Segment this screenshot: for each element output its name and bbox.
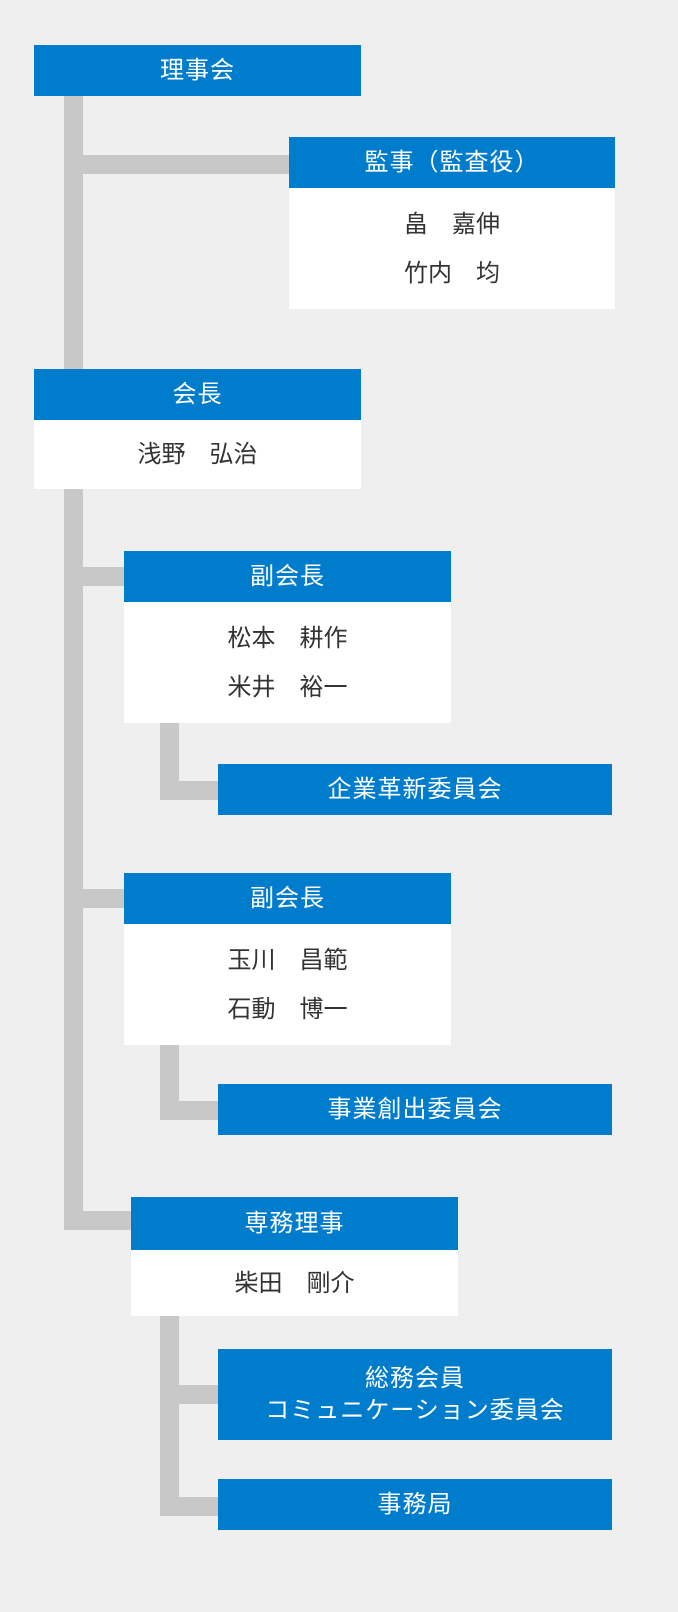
- auditor-node: 監事（監査役） 畠 嘉伸 竹内 均: [289, 137, 615, 309]
- connector-director-down: [160, 1316, 179, 1516]
- director-node: 専務理事 柴田 剛介: [131, 1197, 458, 1316]
- vp1-title: 副会長: [124, 551, 451, 602]
- committee3-title: 総務会員 コミュニケーション委員会: [218, 1349, 612, 1440]
- committee1-title: 企業革新委員会: [218, 764, 612, 815]
- connector-to-auditor: [64, 155, 290, 174]
- director-members: 柴田 剛介: [131, 1250, 458, 1316]
- auditor-member-1: 畠 嘉伸: [404, 209, 500, 238]
- connector-to-committee2: [160, 1101, 220, 1120]
- auditor-title: 監事（監査役）: [289, 137, 615, 188]
- committee3-title-line2: コミュニケーション委員会: [265, 1395, 565, 1424]
- committee1-node: 企業革新委員会: [218, 764, 612, 815]
- director-member-1: 柴田 剛介: [234, 1268, 355, 1297]
- connector-president-trunk: [64, 489, 83, 1230]
- auditor-members: 畠 嘉伸 竹内 均: [289, 188, 615, 309]
- secretariat-title: 事務局: [218, 1479, 612, 1530]
- connector-to-vp2: [64, 889, 126, 908]
- connector-to-director: [64, 1211, 133, 1230]
- president-node: 会長 浅野 弘治: [34, 369, 361, 489]
- director-title: 専務理事: [131, 1197, 458, 1250]
- committee2-title: 事業創出委員会: [218, 1084, 612, 1135]
- secretariat-node: 事務局: [218, 1479, 612, 1530]
- vp1-node: 副会長 松本 耕作 米井 裕一: [124, 551, 451, 723]
- board-title: 理事会: [34, 45, 361, 96]
- committee3-node: 総務会員 コミュニケーション委員会: [218, 1349, 612, 1440]
- connector-vp1-down: [160, 722, 179, 800]
- committee3-title-line1: 総務会員: [365, 1364, 465, 1393]
- connector-to-secretariat: [160, 1497, 220, 1516]
- connector-to-vp1: [64, 567, 126, 586]
- auditor-member-2: 竹内 均: [404, 258, 500, 287]
- president-title: 会長: [34, 369, 361, 420]
- vp2-members: 玉川 昌範 石動 博一: [124, 924, 451, 1045]
- connector-to-committee1: [160, 781, 220, 800]
- connector-board-president: [64, 95, 83, 370]
- vp2-title: 副会長: [124, 873, 451, 924]
- board-node: 理事会: [34, 45, 361, 96]
- president-members: 浅野 弘治: [34, 420, 361, 489]
- vp2-node: 副会長 玉川 昌範 石動 博一: [124, 873, 451, 1045]
- president-member-1: 浅野 弘治: [137, 440, 258, 468]
- connector-to-committee3: [160, 1385, 220, 1404]
- vp2-member-1: 玉川 昌範: [227, 945, 348, 974]
- vp1-members: 松本 耕作 米井 裕一: [124, 602, 451, 723]
- vp1-member-2: 米井 裕一: [227, 672, 348, 701]
- committee2-node: 事業創出委員会: [218, 1084, 612, 1135]
- vp2-member-2: 石動 博一: [227, 994, 348, 1023]
- vp1-member-1: 松本 耕作: [227, 623, 348, 652]
